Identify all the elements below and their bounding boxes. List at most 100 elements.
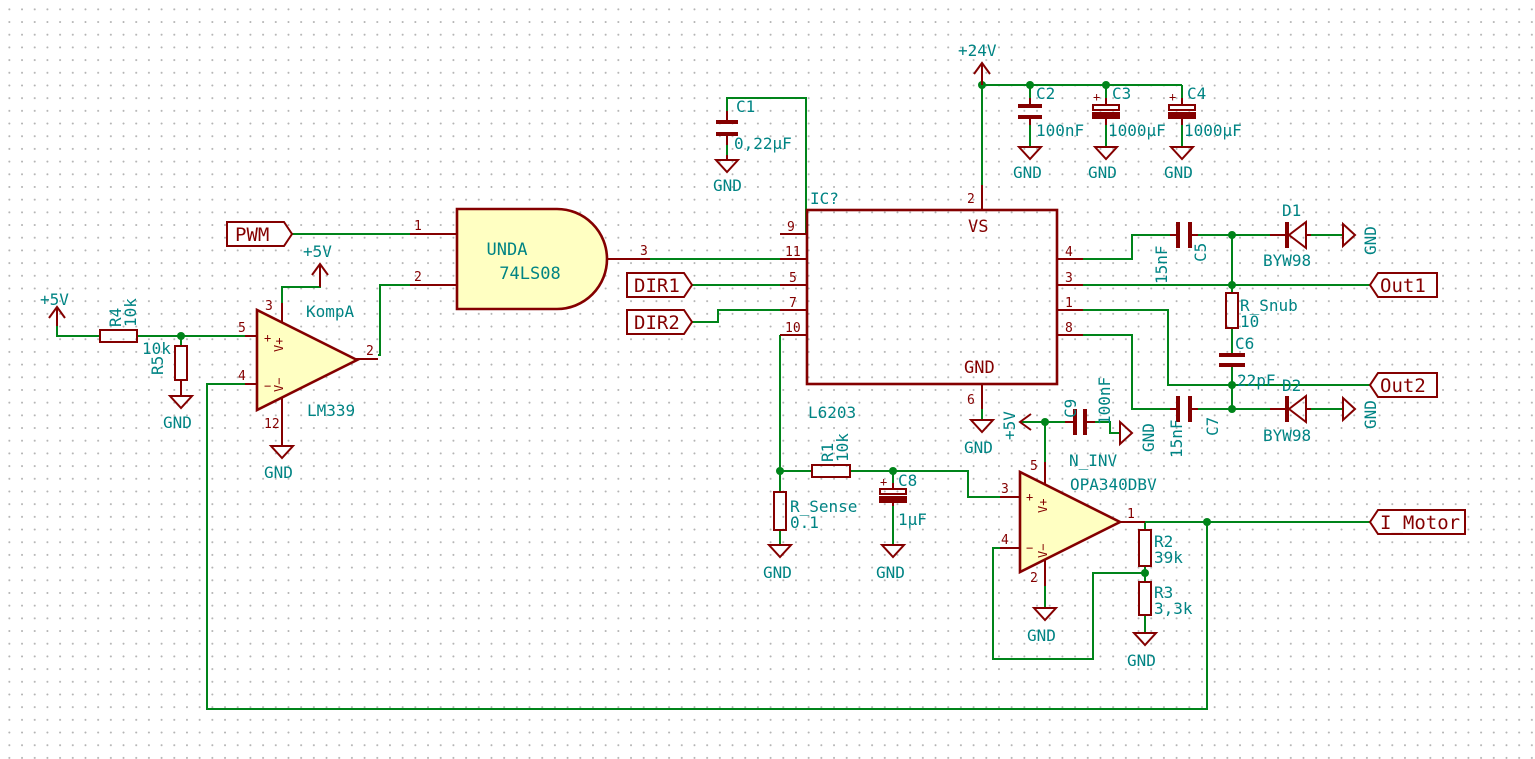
diode-d1[interactable]: D1 BYW98 (1263, 201, 1311, 270)
gnd-r3: GND (1127, 632, 1159, 670)
svg-text:39k: 39k (1154, 548, 1183, 567)
svg-text:5: 5 (238, 321, 246, 336)
svg-text:3,3k: 3,3k (1154, 599, 1193, 618)
resistor-rsense[interactable]: R_Sense 0.1 (773, 491, 857, 532)
svg-text:4: 4 (1065, 245, 1073, 260)
gnd-rsense: GND (763, 544, 794, 582)
svg-text:6: 6 (967, 393, 975, 408)
svg-text:1000µF: 1000µF (1184, 121, 1242, 140)
svg-text:GND: GND (1361, 400, 1380, 429)
svg-text:L6203: L6203 (808, 403, 856, 422)
label-dir2[interactable]: DIR2 (626, 309, 694, 335)
resistor-r3[interactable]: R3 3,3k (1138, 581, 1193, 618)
svg-text:15nF: 15nF (1152, 245, 1171, 284)
svg-text:C2: C2 (1036, 84, 1055, 103)
svg-text:2: 2 (366, 344, 374, 359)
label-pwm[interactable]: PWM (226, 221, 294, 247)
svg-text:C3: C3 (1112, 84, 1131, 103)
svg-text:GND: GND (1139, 423, 1158, 452)
svg-text:VS: VS (968, 217, 988, 237)
power-v5-left: +5V (40, 290, 69, 326)
svg-text:1: 1 (1127, 507, 1135, 522)
svg-text:15nF: 15nF (1167, 419, 1186, 458)
opamp-opa340dbv[interactable]: 3 4 1 5 2 + − V+ V− N_INV OPA340DBV (1000, 451, 1157, 586)
svg-text:1µF: 1µF (898, 510, 927, 529)
svg-text:N_INV: N_INV (1069, 451, 1118, 470)
label-out2[interactable]: Out2 (1368, 372, 1438, 398)
capacitor-c8[interactable]: + C8 1µF (879, 471, 927, 529)
capacitor-c4[interactable]: + C4 1000µF (1168, 84, 1242, 140)
svg-text:1000µF: 1000µF (1108, 121, 1166, 140)
svg-text:DIR2: DIR2 (634, 312, 680, 334)
capacitor-c7[interactable]: C7 15nF (1167, 396, 1222, 458)
svg-text:BYW98: BYW98 (1263, 251, 1311, 270)
svg-text:V+: V+ (272, 338, 286, 352)
gnd-d1: GND (1342, 221, 1380, 255)
capacitor-c2[interactable]: C2 100nF (1018, 84, 1084, 140)
svg-text:UNDA: UNDA (487, 240, 528, 260)
capacitor-c5[interactable]: C5 15nF (1152, 222, 1210, 284)
svg-text:R2: R2 (1154, 532, 1173, 551)
capacitor-c9[interactable]: C9 100nF (1061, 377, 1114, 435)
svg-text:C6: C6 (1235, 334, 1254, 353)
svg-text:GND: GND (763, 563, 792, 582)
label-out1[interactable]: Out1 (1368, 272, 1438, 298)
svg-text:PWM: PWM (235, 224, 269, 246)
svg-text:1: 1 (414, 219, 422, 234)
gnd-c2: GND (1013, 146, 1044, 182)
label-i-motor[interactable]: I_Motor (1368, 509, 1466, 535)
svg-text:9: 9 (787, 220, 795, 235)
svg-text:2: 2 (414, 270, 422, 285)
svg-text:100nF: 100nF (1036, 121, 1084, 140)
diode-d2[interactable]: D2 BYW98 (1263, 376, 1311, 445)
svg-text:1: 1 (1065, 296, 1073, 311)
svg-text:R_Sense: R_Sense (790, 497, 857, 516)
capacitor-c1[interactable]: C1 0,22µF (716, 97, 792, 153)
junctions (177, 81, 1236, 577)
gnd-comparator: GND (264, 430, 296, 482)
svg-text:GND: GND (264, 463, 293, 482)
svg-text:3: 3 (265, 299, 273, 314)
svg-text:C4: C4 (1187, 84, 1206, 103)
svg-text:11: 11 (785, 245, 801, 260)
svg-text:22pF: 22pF (1237, 371, 1276, 390)
svg-text:GND: GND (1013, 163, 1042, 182)
capacitor-c3[interactable]: + C3 1000µF (1092, 84, 1166, 140)
svg-text:+: + (1093, 90, 1100, 104)
comparator-lm339[interactable]: 5 4 2 3 12 + − V+ V− KompA LM339 (238, 299, 378, 432)
svg-text:+5V: +5V (1000, 411, 1019, 440)
resistor-r2[interactable]: R2 39k (1138, 529, 1183, 567)
svg-text:3: 3 (1065, 271, 1073, 286)
svg-text:C1: C1 (736, 97, 755, 116)
svg-text:3: 3 (640, 244, 648, 259)
svg-text:R4: R4 (106, 308, 125, 327)
svg-text:2: 2 (1030, 571, 1038, 586)
driver-l6203[interactable]: 9 11 5 7 10 4 3 1 8 2 6 VS GND IC? L6203 (780, 185, 1083, 422)
gnd-c1: GND (713, 155, 742, 195)
capacitor-c6[interactable]: C6 22pF (1219, 334, 1276, 390)
svg-text:D2: D2 (1282, 376, 1301, 395)
svg-text:+5V: +5V (40, 290, 69, 309)
svg-text:GND: GND (1088, 163, 1117, 182)
resistor-r1[interactable]: R1 10k (811, 433, 852, 478)
svg-text:+: + (264, 331, 271, 345)
gnd-d2: GND (1342, 395, 1380, 429)
svg-text:GND: GND (964, 438, 993, 457)
svg-text:GND: GND (1027, 626, 1056, 645)
and-gate-74ls08[interactable]: 1 2 3 UNDA 74LS08 (410, 207, 650, 311)
svg-text:+24V: +24V (958, 41, 997, 60)
label-dir1[interactable]: DIR1 (626, 272, 694, 298)
resistor-rsnub[interactable]: R_Snub 10 (1225, 292, 1298, 331)
svg-text:100nF: 100nF (1095, 377, 1114, 425)
svg-text:12: 12 (264, 417, 280, 432)
svg-text:7: 7 (789, 296, 797, 311)
gnd-c9: GND (1119, 419, 1158, 452)
svg-text:+: + (1169, 90, 1176, 104)
svg-text:V+: V+ (1036, 499, 1050, 513)
svg-text:I_Motor: I_Motor (1380, 512, 1460, 534)
resistor-r4[interactable]: R4 10k (99, 298, 140, 343)
resistor-r5[interactable]: 10k R5 (142, 339, 188, 381)
svg-text:GND: GND (1361, 226, 1380, 255)
power-v24: +24V (958, 41, 997, 85)
svg-text:BYW98: BYW98 (1263, 426, 1311, 445)
